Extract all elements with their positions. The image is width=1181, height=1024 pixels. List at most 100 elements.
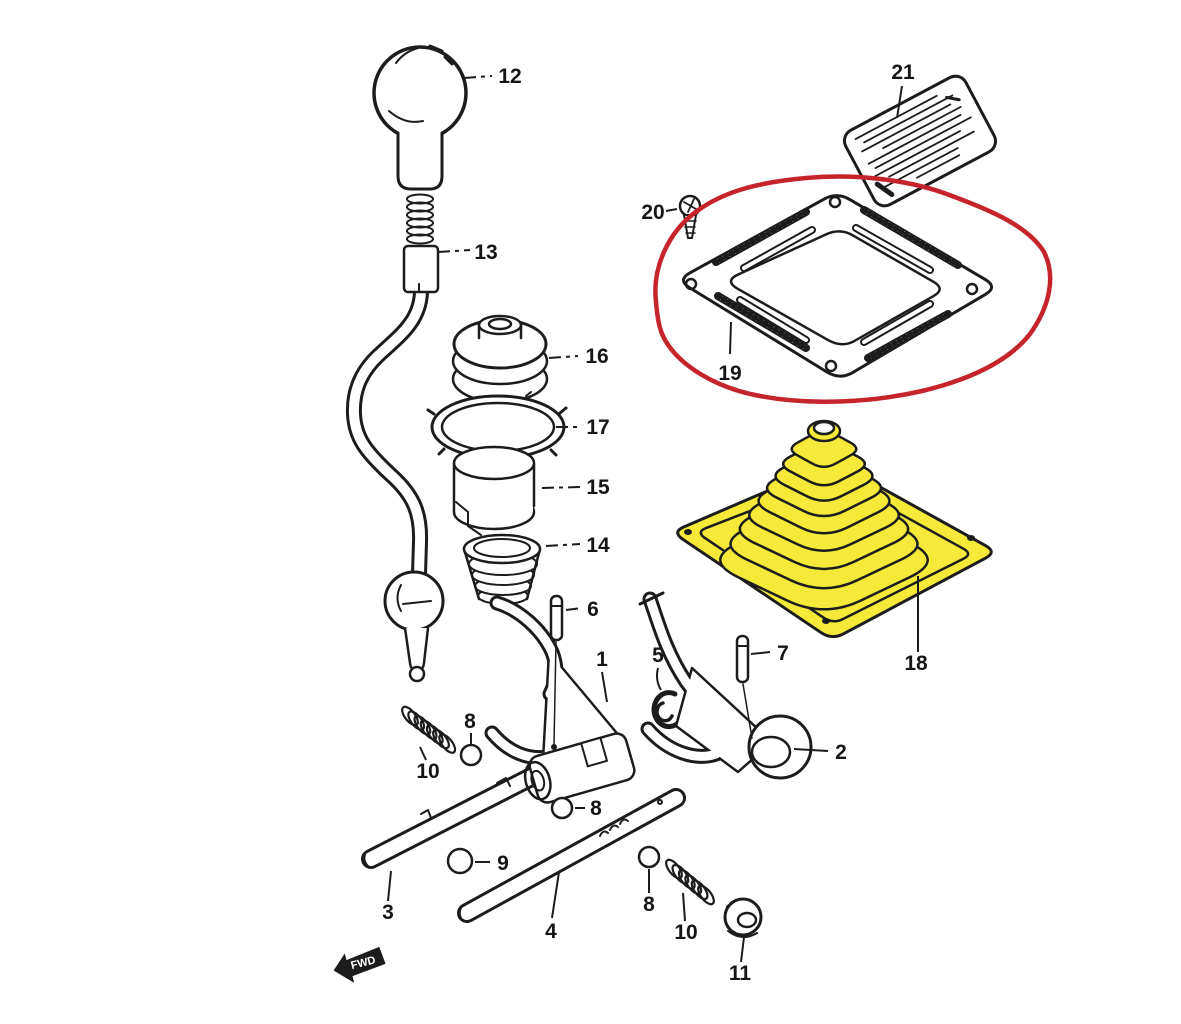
callout-16: 16 (548, 345, 609, 368)
plate-slots (712, 206, 962, 362)
stud-threads (406, 193, 434, 245)
plate-hole (965, 282, 979, 296)
callout-8a: 8 (464, 710, 476, 744)
part-number-label: 14 (586, 534, 610, 557)
plate-slot (740, 226, 816, 272)
plate-hole (828, 195, 842, 209)
part-9-detent-ball (446, 847, 474, 875)
plate-slot (860, 206, 962, 269)
lever-tip (403, 627, 430, 673)
fwd-label: FWD (350, 954, 377, 972)
plate-slot (852, 224, 934, 274)
part-6-fork-pin (549, 594, 564, 642)
part-number-label: 20 (641, 201, 664, 224)
callout-12: 12 (463, 65, 522, 88)
part-number-label: 4 (545, 920, 557, 943)
part-number-label: 1 (596, 648, 608, 671)
red-highlight-circle (653, 174, 1053, 404)
part-10-detent-spring (665, 858, 715, 906)
shift-lever-shaft (345, 284, 445, 683)
arrow-shape (333, 946, 386, 983)
part-number-label: 5 (652, 644, 664, 667)
part-8-detent-ball (637, 845, 661, 869)
fork-boss (747, 714, 813, 780)
label-text-line (861, 103, 952, 153)
fork-boss (523, 732, 636, 804)
plate-slot (712, 208, 810, 266)
boot-accordion (719, 429, 929, 611)
part-number-label: 7 (777, 642, 789, 665)
callout-6: 6 (565, 598, 599, 621)
callout-7: 7 (750, 642, 789, 665)
spring-coil (697, 884, 715, 906)
plate-slot (864, 310, 952, 362)
part-number-label: 9 (497, 852, 509, 875)
knob-stem (396, 132, 444, 191)
plate-slot (714, 292, 810, 352)
callout-21: 21 (891, 61, 915, 119)
callout-15: 15 (541, 476, 610, 499)
fwd-direction-arrow: FWD (333, 946, 386, 983)
label-text-line (882, 105, 962, 150)
part-5-snap-clip (651, 690, 680, 730)
label-text-line (888, 130, 975, 178)
part-15-lever-bushing (452, 445, 536, 536)
callout-9: 9 (475, 852, 509, 875)
plate-opening (729, 230, 941, 346)
part-8-detent-ball (550, 796, 574, 820)
part-4-shift-rod (457, 788, 686, 923)
callout-5: 5 (652, 644, 664, 691)
part-number-label: 8 (464, 710, 476, 733)
callout-20: 20 (641, 201, 678, 224)
part-number-label: 16 (585, 345, 608, 368)
part-number-label: 2 (835, 741, 847, 764)
label-text-line (874, 130, 961, 178)
part-1-shift-fork (484, 595, 636, 804)
callout-10b: 10 (674, 892, 698, 944)
callout-14: 14 (545, 534, 610, 557)
part-2-shift-fork (638, 591, 813, 780)
label-text-line (863, 94, 954, 144)
part-8-detent-ball (459, 743, 483, 767)
label-outline (842, 74, 998, 208)
spring-coil (438, 733, 457, 754)
part-number-label: 13 (474, 241, 497, 264)
part-3-shift-rod (361, 761, 553, 869)
callout-10a: 10 (416, 746, 440, 783)
callout-2: 2 (793, 741, 847, 764)
part-13-lever-stud (402, 193, 440, 294)
part-14-lever-boot (462, 533, 542, 607)
part-12-shift-knob (372, 44, 468, 191)
callout-8c: 8 (643, 869, 655, 916)
part-number-label: 8 (643, 893, 655, 916)
label-text-line (915, 154, 961, 179)
callout-4: 4 (545, 871, 560, 943)
part-18-shift-boot (676, 419, 993, 639)
callout-19: 19 (718, 321, 742, 385)
callout-13: 13 (437, 241, 498, 264)
thread-ring (406, 233, 434, 245)
part-number-label: 15 (586, 476, 610, 499)
label-text-line (867, 114, 962, 165)
callout-17: 17 (556, 416, 610, 439)
part-number-label: 19 (718, 362, 741, 385)
callout-3: 3 (382, 870, 394, 924)
part-11-plug-bolt (723, 897, 763, 938)
plate-slot (736, 296, 810, 344)
plate-hole (684, 277, 698, 291)
part-21-information-label (842, 74, 998, 208)
lever-pivot-ball (383, 570, 445, 632)
label-text-line (874, 116, 972, 169)
part-number-label: 21 (891, 61, 915, 84)
callout-8b: 8 (575, 797, 602, 820)
part-number-label: 17 (586, 416, 609, 439)
callout-18: 18 (904, 576, 928, 675)
part-16-lever-seat (451, 314, 549, 406)
part-number-label: 6 (587, 598, 599, 621)
part-7-fork-pin (735, 634, 750, 684)
part-number-label: 3 (382, 901, 394, 924)
part-number-label: 18 (904, 652, 928, 675)
part-number-label: 10 (674, 921, 697, 944)
